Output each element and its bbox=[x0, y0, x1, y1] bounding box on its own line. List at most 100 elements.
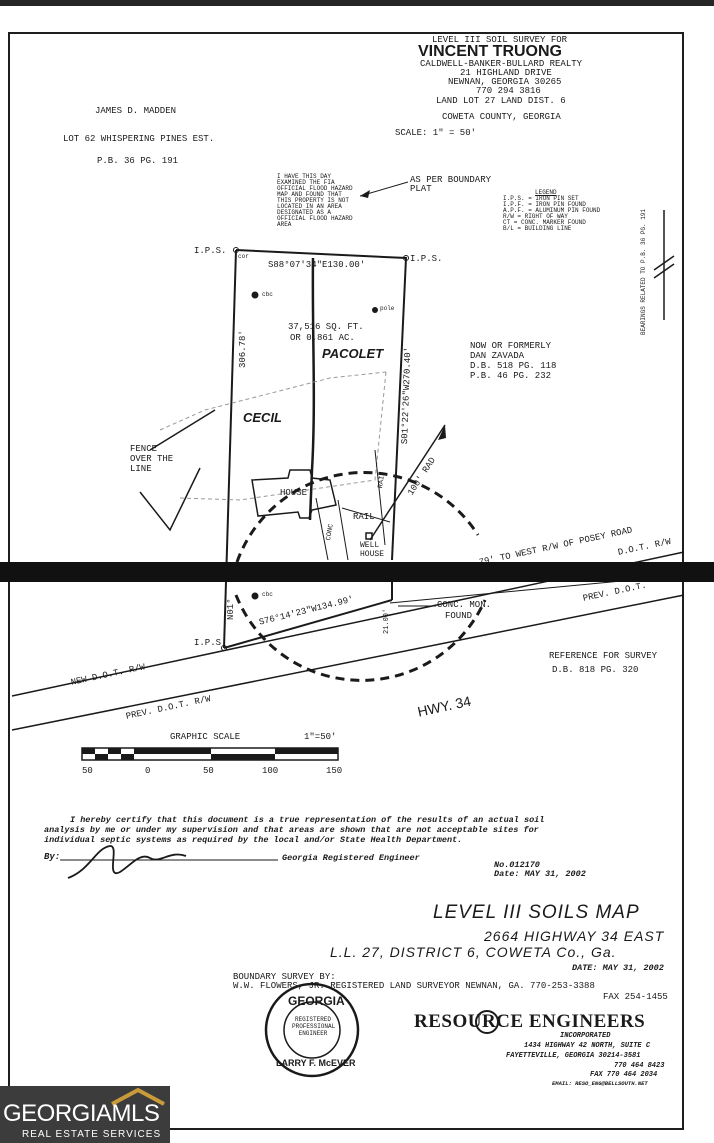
land-lot: LAND LOT 27 LAND DIST. 6 bbox=[436, 96, 566, 106]
soil-cecil-label: CECIL bbox=[243, 410, 282, 425]
graphic-scale-ratio: 1"=50' bbox=[304, 732, 337, 742]
bearings-note: BEARINGS RELATED TO P.B. 36 PG. 191 bbox=[640, 208, 647, 335]
left-owner-lot: LOT 62 WHISPERING PINES EST. bbox=[63, 134, 215, 144]
corner-label: cor bbox=[238, 253, 249, 260]
logo-sub: REAL ESTATE SERVICES bbox=[22, 1129, 162, 1140]
ips-label-bottom: I.P.S bbox=[194, 638, 222, 648]
scale-tick-3: 50 bbox=[203, 766, 214, 776]
scale-seg-2 bbox=[95, 754, 108, 760]
rail-line-2 bbox=[341, 507, 391, 523]
conc-drive-left bbox=[315, 497, 329, 561]
left-owner-book: P.B. 36 PG. 191 bbox=[97, 156, 179, 166]
scale-seg-7 bbox=[211, 754, 275, 760]
scale-tick-1: 50 bbox=[82, 766, 93, 776]
cert-line-1: I hereby certify that this document is a… bbox=[70, 815, 545, 825]
company-address-2: FAYETTEVILLE, GEORGIA 30214-3581 bbox=[506, 1052, 641, 1060]
cert-line-2: analysis by me or under my supervision a… bbox=[44, 825, 539, 835]
left-bearing-bottom: N01° bbox=[226, 598, 236, 620]
rail-label-vertical: RAIL bbox=[377, 471, 388, 489]
cbc-dot-top bbox=[251, 291, 259, 299]
seal-outer bbox=[264, 982, 360, 1078]
pole-dot bbox=[372, 307, 378, 313]
ips-label-right: I.P.S. bbox=[410, 254, 443, 264]
radius-circle-lower bbox=[234, 594, 487, 682]
soils-map-date: DATE: MAY 31, 2002 bbox=[572, 963, 664, 973]
cbc-dot-bottom bbox=[251, 592, 259, 600]
ips-label-left: I.P.S. bbox=[194, 246, 227, 256]
left-owner-name: JAMES D. MADDEN bbox=[95, 106, 177, 116]
company-name: RESOURCE ENGINEERS bbox=[414, 1011, 646, 1032]
prev-dot-rw-line bbox=[11, 594, 685, 731]
north-arrow-break-1 bbox=[653, 255, 675, 271]
realty-city: NEWNAN, GEORGIA 30265 bbox=[448, 77, 562, 87]
fence-leader bbox=[139, 467, 201, 532]
fence-line bbox=[159, 371, 387, 431]
well-house-marker bbox=[365, 532, 373, 540]
radius-arrow bbox=[438, 425, 446, 440]
soils-map-title: LEVEL III SOILS MAP bbox=[433, 902, 640, 923]
signature-scribble bbox=[67, 845, 187, 879]
title-line-1: LEVEL III SOIL SURVEY FOR bbox=[432, 35, 568, 45]
scale-seg-4 bbox=[121, 754, 134, 760]
soils-map-district: L.L. 27, DISTRICT 6, COWETA Co., Ga. bbox=[330, 944, 617, 960]
reference-line-1: REFERENCE FOR SURVEY bbox=[549, 651, 658, 661]
rail-label: RAIL bbox=[353, 512, 375, 522]
north-arrow-break-2 bbox=[653, 263, 675, 279]
scan-divider-band bbox=[0, 562, 714, 582]
scale-seg-1 bbox=[82, 748, 95, 754]
top-edge-strip bbox=[0, 0, 714, 6]
lot-west-line bbox=[223, 249, 237, 649]
fence-leader-2 bbox=[149, 409, 216, 451]
realty-name: CALDWELL-BANKER-BULLARD REALTY bbox=[420, 59, 583, 69]
boundary-survey-line-1: BOUNDARY SURVEY BY: bbox=[233, 972, 336, 982]
company-fax: FAX 770 464 2034 bbox=[590, 1071, 658, 1079]
lot-south-line bbox=[223, 599, 393, 649]
cert-engineer: Georgia Registered Engineer bbox=[282, 853, 420, 863]
county: COWETA COUNTY, GEORGIA bbox=[442, 112, 561, 122]
cbc-label-top: cbc bbox=[262, 291, 273, 298]
seal-bottom-text: LARRY F. McEVER bbox=[276, 1058, 356, 1068]
area-acres: OR 0.861 AC. bbox=[290, 333, 355, 343]
scale-tick-5: 150 bbox=[326, 766, 343, 776]
company-logo-globe bbox=[475, 1010, 499, 1034]
radius-circle-upper bbox=[235, 471, 480, 563]
cert-by: By: bbox=[44, 852, 61, 862]
house-roof-icon bbox=[111, 1087, 165, 1106]
client-name: VINCENT TRUONG bbox=[418, 43, 562, 60]
conc-mon-note: CONC. MON.FOUND bbox=[437, 600, 492, 621]
fence-line-2 bbox=[179, 371, 387, 501]
scale-tick-2: 0 bbox=[145, 766, 151, 776]
scale-seg-5 bbox=[134, 748, 147, 754]
company-inc: INCORPORATED bbox=[560, 1032, 611, 1040]
pin-top-left bbox=[233, 247, 239, 253]
house-label: HOUSE bbox=[280, 488, 308, 498]
cert-number: No.012170 bbox=[494, 860, 540, 870]
house-footprint bbox=[251, 469, 337, 519]
reference-line-2: D.B. 818 PG. 320 bbox=[552, 665, 639, 675]
company-address-1: 1434 HIGHWAY 42 NORTH, SUITE C bbox=[524, 1042, 651, 1050]
lot-boundary bbox=[235, 249, 408, 561]
soil-boundary-line bbox=[308, 257, 316, 521]
cert-line-3: individual septic systems as required by… bbox=[44, 835, 463, 845]
map-scale: SCALE: 1" = 50' bbox=[395, 128, 477, 138]
pin-top-right bbox=[403, 255, 409, 261]
soil-pacolet-label: PACOLET bbox=[322, 346, 384, 361]
realty-address: 21 HIGHLAND DRIVE bbox=[460, 68, 552, 78]
scale-seg-6 bbox=[147, 748, 211, 754]
company-phone: 770 464 8423 bbox=[614, 1062, 665, 1070]
realty-phone: 770 294 3816 bbox=[476, 86, 541, 96]
top-bearing: S88°07'34"E130.00' bbox=[268, 260, 366, 270]
seal-top-text: GEORGIA bbox=[288, 994, 345, 1008]
boundary-survey-fax: FAX 254-1455 bbox=[603, 992, 668, 1002]
soils-map-address: 2664 HIGHWAY 34 EAST bbox=[484, 928, 665, 944]
scale-tick-4: 100 bbox=[262, 766, 279, 776]
pole-label: pole bbox=[380, 305, 395, 312]
area-sqft: 37,516 SQ. FT. bbox=[288, 322, 364, 332]
